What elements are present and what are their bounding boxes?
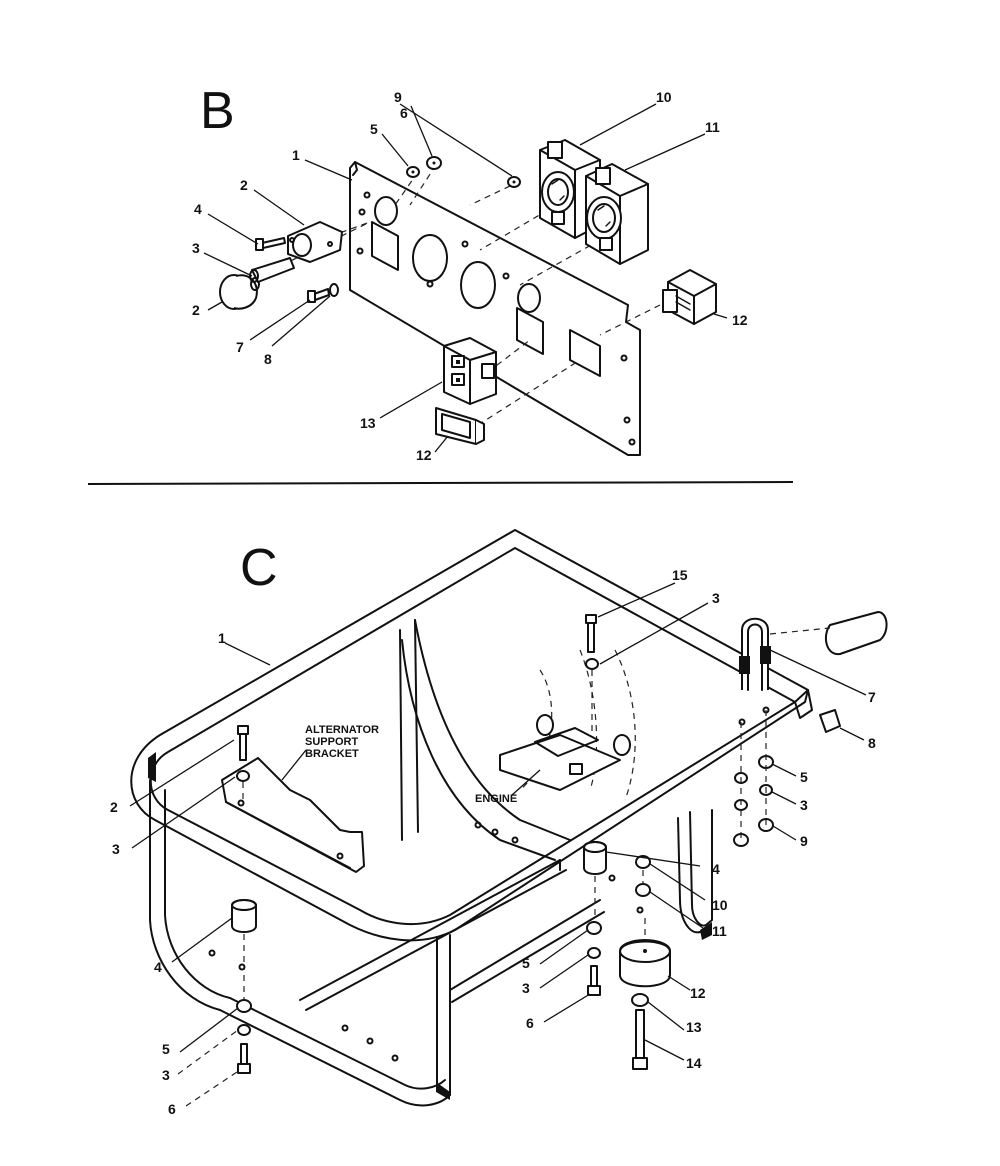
label-engine: ENGINE bbox=[475, 793, 517, 805]
breaker-housing bbox=[287, 221, 343, 263]
washers-10-11 bbox=[635, 855, 651, 897]
callout-c-3e: 3 bbox=[162, 1067, 170, 1083]
callout-b-3: 3 bbox=[192, 240, 200, 256]
callout-c-5c: 5 bbox=[162, 1041, 170, 1057]
callout-c-10: 10 bbox=[712, 897, 728, 913]
callout-c-6b: 6 bbox=[168, 1101, 176, 1117]
section-c-letter: C bbox=[240, 539, 278, 597]
control-panel-plate bbox=[349, 161, 641, 456]
twist-lock-receptacle-11 bbox=[585, 163, 649, 265]
callout-leaders-c bbox=[129, 582, 867, 1107]
callout-c-3b: 3 bbox=[800, 797, 808, 813]
label-support: SUPPORT bbox=[305, 736, 358, 748]
vibration-mount-4-right bbox=[583, 841, 607, 918]
callout-c-5b: 5 bbox=[522, 955, 530, 971]
callout-c-3c: 3 bbox=[112, 841, 120, 857]
callout-b-2b: 2 bbox=[192, 302, 200, 318]
tubular-frame bbox=[130, 529, 813, 1107]
callout-c-15: 15 bbox=[672, 567, 688, 583]
callout-c-5a: 5 bbox=[800, 769, 808, 785]
label-alternator: ALTERNATOR bbox=[305, 724, 379, 736]
label-bracket: BRACKET bbox=[305, 748, 359, 760]
hardware-stack-right bbox=[733, 710, 774, 847]
u-bolt-7 bbox=[739, 611, 888, 691]
duplex-receptacle-13 bbox=[443, 337, 497, 405]
nuts-5-6 bbox=[406, 156, 442, 178]
callout-c-12: 12 bbox=[690, 985, 706, 1001]
callout-c-4a: 4 bbox=[154, 959, 162, 975]
callout-b-2a: 2 bbox=[240, 177, 248, 193]
screw-7 bbox=[307, 283, 339, 303]
callout-c-1: 1 bbox=[218, 630, 226, 646]
callout-b-6: 6 bbox=[400, 105, 408, 121]
bolt-2 bbox=[236, 725, 250, 800]
section-b: B bbox=[192, 82, 748, 463]
callout-c-14: 14 bbox=[686, 1055, 702, 1071]
callout-c-7: 7 bbox=[868, 689, 876, 705]
callout-numbers-c: 1 15 3 7 8 5 3 9 2 3 4 4 10 11 5 3 6 12 … bbox=[110, 567, 876, 1117]
callout-c-3a: 3 bbox=[712, 590, 720, 606]
callout-b-8: 8 bbox=[264, 351, 272, 367]
hardware-stack-mid bbox=[586, 921, 602, 996]
screw-4 bbox=[255, 237, 286, 251]
callout-numbers-b: 1 2 4 3 2 5 6 9 10 11 12 7 8 13 12 bbox=[192, 89, 748, 463]
callout-b-7: 7 bbox=[236, 339, 244, 355]
mount-12-bolt-14 bbox=[619, 918, 671, 1070]
callout-c-3d: 3 bbox=[522, 980, 530, 996]
callout-c-9: 9 bbox=[800, 833, 808, 849]
end-cap-8 bbox=[819, 709, 841, 733]
callout-b-10: 10 bbox=[656, 89, 672, 105]
switch-12-right bbox=[662, 269, 717, 325]
section-c: C bbox=[110, 529, 888, 1117]
callout-b-1: 1 bbox=[292, 147, 300, 163]
callout-leaders-b bbox=[203, 103, 728, 453]
callout-c-13: 13 bbox=[686, 1019, 702, 1035]
callout-b-9: 9 bbox=[394, 89, 402, 105]
callout-b-4: 4 bbox=[194, 201, 202, 217]
callout-b-12a: 12 bbox=[732, 312, 748, 328]
section-c-labels: ALTERNATOR SUPPORT BRACKET ENGINE bbox=[305, 724, 517, 805]
section-b-letter: B bbox=[200, 82, 235, 140]
callout-b-11: 11 bbox=[705, 119, 720, 135]
callout-c-2: 2 bbox=[110, 799, 118, 815]
nut-9 bbox=[507, 176, 521, 188]
callout-c-4b: 4 bbox=[712, 861, 720, 877]
callout-b-13: 13 bbox=[360, 415, 376, 431]
callout-c-8: 8 bbox=[868, 735, 876, 751]
callout-b-12b: 12 bbox=[416, 447, 432, 463]
breaker-knob bbox=[219, 274, 260, 310]
switch-bezel-12-bottom bbox=[435, 407, 485, 445]
alternator-support-bracket bbox=[221, 757, 365, 873]
section-divider bbox=[87, 481, 794, 485]
shaft-bushing bbox=[249, 257, 295, 283]
engine-phantom bbox=[499, 649, 636, 801]
callout-b-5: 5 bbox=[370, 121, 378, 137]
hardware-stack-left bbox=[236, 975, 252, 1074]
vibration-mount-4-left bbox=[231, 899, 257, 970]
callout-c-11: 11 bbox=[712, 923, 727, 939]
bolt-15 bbox=[585, 614, 599, 735]
callout-c-6a: 6 bbox=[526, 1015, 534, 1031]
